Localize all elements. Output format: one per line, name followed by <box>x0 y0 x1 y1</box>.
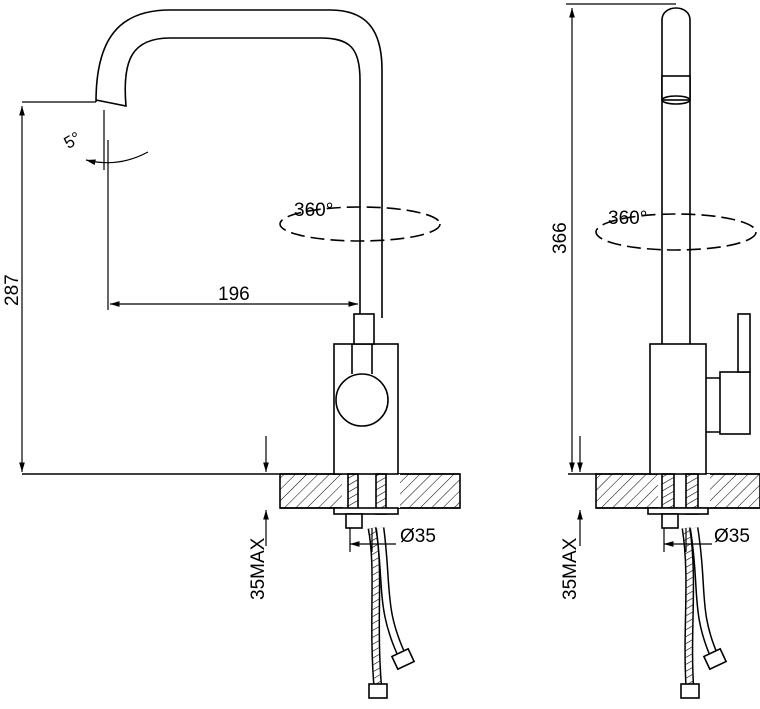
total-height-label: 366 <box>550 222 571 254</box>
rotation-label-front: 360° <box>294 200 333 221</box>
spout-side <box>661 7 691 344</box>
faucet-body-side <box>649 343 707 475</box>
front-view <box>22 9 461 699</box>
spout-angle-label: 5° <box>61 128 85 153</box>
mount-plate-side <box>647 507 709 515</box>
spout-front <box>95 9 383 318</box>
side-dimensions <box>566 3 712 552</box>
hole-diameter-label-front: Ø35 <box>400 526 436 547</box>
side-view <box>568 7 760 699</box>
max-thickness-label-front: 35MAX <box>248 537 269 600</box>
faucet-neck-front <box>353 313 375 345</box>
max-thickness-label-side: 35MAX <box>560 537 581 600</box>
hole-diameter-label-side: Ø35 <box>714 526 750 547</box>
front-dimensions <box>19 101 396 552</box>
rotation-label-side: 360° <box>608 208 647 229</box>
rotation-ellipse-side <box>595 213 757 251</box>
rotation-ellipse-front <box>279 206 441 242</box>
spout-reach-label: 196 <box>218 284 250 305</box>
mount-plate-front <box>333 507 399 515</box>
spout-height-label: 287 <box>2 274 23 306</box>
lever-knob-front <box>335 373 389 427</box>
